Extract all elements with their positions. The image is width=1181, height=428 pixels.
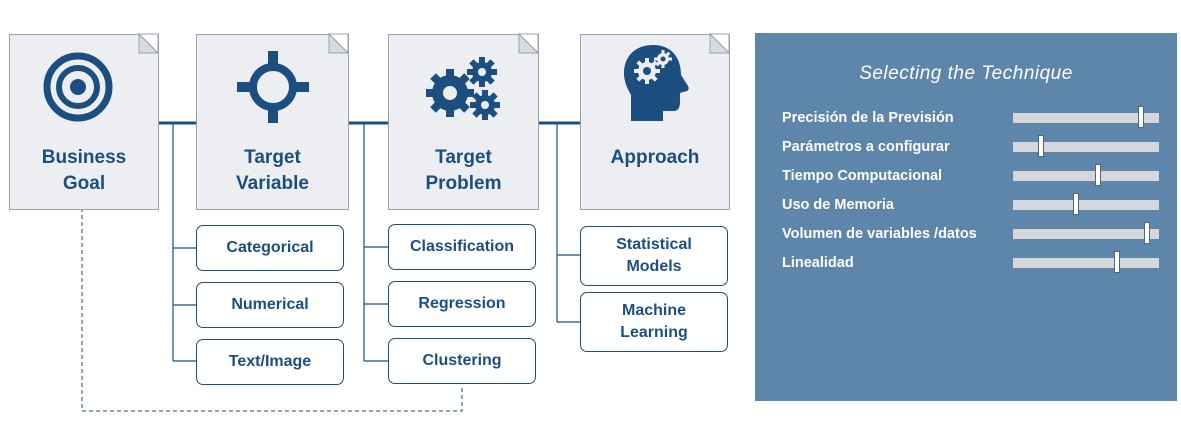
stage-title-approach: Approach [610, 147, 700, 168]
criterion-label: Tiempo Computacional [782, 168, 943, 184]
criterion-slider-track [1013, 251, 1159, 273]
option-machine-learning-line1: Machine [621, 302, 686, 319]
technique-selection-panel: Selecting the Technique Precisión de la … [755, 33, 1177, 401]
option-machine-learning-line2: Learning [620, 324, 688, 341]
criterion-slider-track [1013, 135, 1159, 157]
criterion-label: Volumen de variables /datos [782, 226, 977, 242]
brain-gears-icon [623, 45, 689, 121]
panel-title: Selecting the Technique [859, 63, 1073, 84]
criterion-slider-thumb [1037, 135, 1044, 157]
criterion-slider-track [1013, 164, 1159, 186]
criterion-slider-thumb [1094, 164, 1101, 186]
option-text-image: Text/Image [196, 339, 344, 385]
criterion-slider-thumb [1138, 106, 1145, 128]
option-statistical-models-line2: Models [626, 258, 682, 275]
feedback-dashed-line [81, 208, 463, 412]
criterion-label: Precisión de la Previsión [782, 110, 954, 126]
option-statistical-models-line1: Statistical [616, 236, 692, 253]
criterion-label: Linealidad [782, 255, 854, 271]
option-regression: Regression [388, 281, 536, 327]
option-statistical-models: Statistical Models [580, 226, 728, 286]
option-numerical: Numerical [196, 282, 344, 328]
criterion-label: Parámetros a configurar [782, 139, 950, 155]
criterion-slider-track [1013, 193, 1159, 215]
criterion-slider-track [1013, 222, 1159, 244]
option-classification: Classification [388, 224, 536, 270]
option-clustering: Clustering [388, 338, 536, 384]
stage-card-approach: Approach [580, 34, 730, 210]
option-categorical: Categorical [196, 225, 344, 271]
gears-icon [426, 57, 500, 120]
criterion-slider-thumb [1072, 193, 1079, 215]
criterion-label: Uso de Memoria [782, 197, 894, 213]
option-machine-learning: Machine Learning [580, 292, 728, 352]
criterion-slider-thumb [1113, 251, 1120, 273]
criterion-slider-track [1013, 106, 1159, 128]
target-icon [43, 52, 113, 122]
crosshair-icon [237, 51, 309, 123]
criterion-slider-thumb [1144, 222, 1151, 244]
